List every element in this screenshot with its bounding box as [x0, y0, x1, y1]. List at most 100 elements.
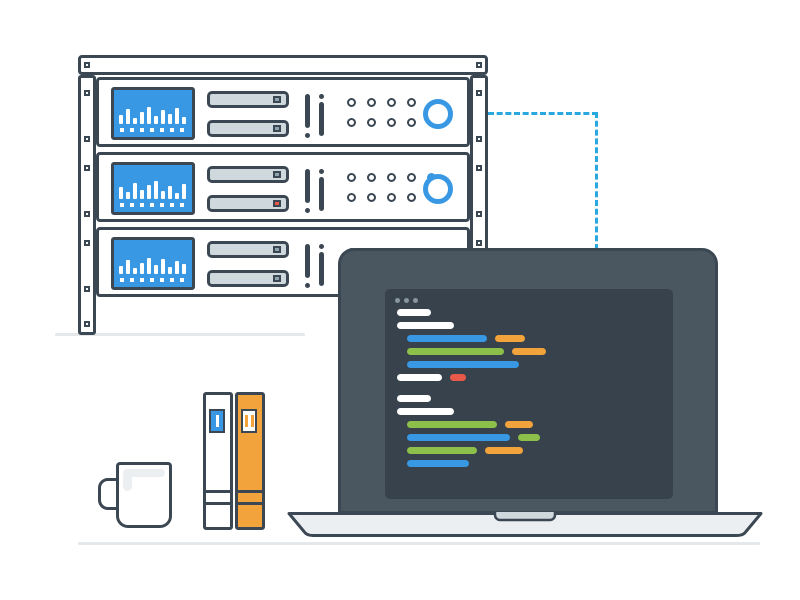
server-lcd-screen — [111, 162, 195, 215]
code-token-blue — [407, 335, 487, 342]
lcd-tick — [160, 278, 164, 282]
binder-label-mark — [215, 415, 219, 427]
lcd-bar — [140, 263, 144, 274]
drive-bay — [207, 91, 289, 108]
drive-bay — [207, 241, 289, 258]
code-token-yellow — [505, 421, 533, 428]
code-line — [407, 447, 663, 454]
rail-mount-hole — [84, 90, 90, 96]
lcd-bar — [140, 190, 144, 199]
lcd-bar — [140, 112, 144, 124]
rail-mount-hole — [84, 240, 90, 246]
code-line — [407, 348, 663, 355]
status-dot — [407, 98, 416, 107]
laptop-screen — [338, 248, 718, 514]
lcd-bar — [147, 185, 151, 199]
lcd-bar — [119, 266, 123, 274]
rail-mount-hole — [476, 165, 482, 171]
vent-dot — [319, 244, 324, 249]
lcd-bar — [161, 259, 165, 274]
lcd-bar — [133, 183, 137, 199]
lcd-bar — [154, 116, 158, 124]
lcd-tick — [120, 128, 124, 132]
server-lcd-screen — [111, 87, 195, 140]
status-dot — [387, 173, 396, 182]
rail-mount-hole — [84, 62, 90, 68]
lcd-tick — [150, 203, 154, 207]
code-token-blue — [407, 434, 510, 441]
lcd-tick — [170, 128, 174, 132]
status-dot — [407, 118, 416, 127]
rail-mount-hole — [476, 240, 482, 246]
vent-dot — [305, 133, 310, 138]
mug-rim-highlight — [123, 469, 165, 477]
status-dot — [347, 193, 356, 202]
vent-dot — [305, 283, 310, 288]
status-dot — [367, 173, 376, 182]
lcd-tick — [180, 278, 184, 282]
rail-mount-hole — [84, 211, 90, 217]
lcd-bar — [175, 261, 179, 274]
mug-drip-highlight — [123, 473, 132, 491]
code-token-white — [397, 408, 454, 415]
binder-band — [206, 490, 230, 493]
window-dot — [395, 298, 400, 303]
lcd-bar — [126, 109, 130, 124]
status-dot — [347, 173, 356, 182]
code-token-white — [397, 374, 442, 381]
lcd-bar — [126, 192, 130, 199]
code-token-white — [397, 309, 431, 316]
connector-line-vertical — [595, 112, 598, 250]
code-token-blue — [407, 460, 469, 467]
lcd-bar — [175, 108, 179, 124]
vent-line — [305, 244, 310, 278]
vent-dot — [319, 169, 324, 174]
lcd-tick — [160, 128, 164, 132]
server-lcd-screen — [111, 237, 195, 290]
lcd-tick-row — [120, 128, 184, 132]
drive-bay-button — [273, 96, 281, 103]
drive-bay-button — [273, 125, 281, 132]
lcd-bar — [168, 114, 172, 124]
code-token-white — [397, 395, 431, 402]
vent-dot — [305, 208, 310, 213]
window-dot — [404, 298, 409, 303]
status-dot — [367, 193, 376, 202]
lcd-bar — [182, 264, 186, 274]
code-line — [407, 434, 663, 441]
server-unit-2 — [96, 152, 470, 222]
lcd-bar — [168, 186, 172, 199]
vent-line — [319, 102, 324, 136]
rack-rail-left — [78, 75, 96, 335]
lcd-tick — [140, 278, 144, 282]
lcd-tick-row — [120, 203, 184, 207]
rack-top-bar — [78, 55, 488, 75]
drive-bay-button — [273, 275, 281, 282]
binder-band — [238, 490, 262, 493]
status-dot — [407, 173, 416, 182]
code-token-green — [407, 348, 504, 355]
lcd-tick — [130, 128, 134, 132]
connector-line-horizontal — [488, 112, 598, 115]
lcd-tick — [150, 128, 154, 132]
window-controls — [395, 298, 418, 303]
vent-line — [305, 169, 310, 203]
binder-2 — [235, 392, 265, 530]
power-ring — [423, 99, 453, 129]
lcd-tick — [150, 278, 154, 282]
rail-mount-hole — [84, 165, 90, 171]
laptop — [285, 248, 765, 540]
lcd-tick — [120, 203, 124, 207]
code-token-yellow — [485, 447, 523, 454]
code-token-green — [518, 434, 540, 441]
lcd-bar — [154, 181, 158, 199]
code-token-green — [407, 447, 477, 454]
code-line — [407, 460, 663, 467]
status-dot — [367, 98, 376, 107]
lcd-bar — [119, 115, 123, 124]
code-token-yellow — [495, 335, 525, 342]
lcd-bar-chart — [119, 169, 186, 199]
code-token-red — [450, 374, 466, 381]
lcd-tick — [130, 278, 134, 282]
laptop-base-shape — [287, 512, 763, 537]
